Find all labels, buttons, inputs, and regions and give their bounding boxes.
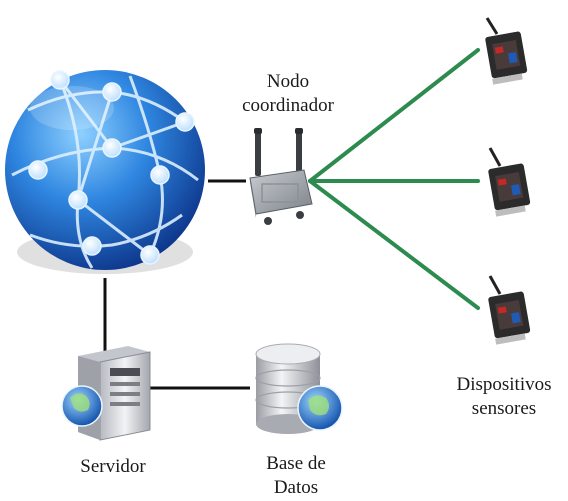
database-label-line2: Datos xyxy=(273,477,319,498)
wireless-links xyxy=(308,48,480,310)
server-icon xyxy=(61,346,151,441)
server-label-text: Servidor xyxy=(80,456,146,477)
coordinator-label-line2: coordinador xyxy=(242,95,334,116)
database-label: Base de Datos xyxy=(248,452,344,500)
globe-network-icon xyxy=(5,70,205,274)
wireless-link-top xyxy=(308,48,480,183)
database-icon xyxy=(255,343,343,434)
coordinator-label-line1: Nodo xyxy=(266,71,310,92)
sensor-device-icon xyxy=(488,147,531,217)
sensor-device-icon xyxy=(488,275,531,345)
server-label: Servidor xyxy=(58,455,168,479)
wireless-link-bottom xyxy=(308,179,480,310)
coordinator-label: Nodo coordinador xyxy=(228,70,348,118)
database-label-line1: Base de xyxy=(266,453,326,474)
devices-label-line1: Dispositivos xyxy=(456,374,552,395)
wireless-router-icon xyxy=(249,128,313,225)
sensor-device-icon xyxy=(485,17,528,85)
devices-label: Dispositivos sensores xyxy=(440,373,568,421)
devices-label-line2: sensores xyxy=(471,398,537,419)
